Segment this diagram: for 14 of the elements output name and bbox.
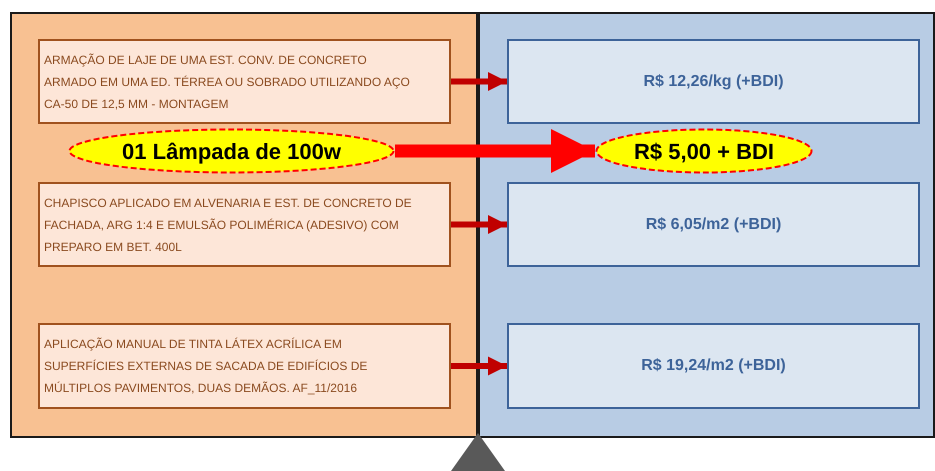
arrow bbox=[395, 128, 595, 174]
arrow bbox=[451, 72, 507, 92]
panel bbox=[478, 12, 935, 438]
highlight-ellipse: 01 Lâmpada de 100w bbox=[68, 128, 395, 174]
price-box: R$ 6,05/m2 (+BDI) bbox=[507, 182, 920, 267]
arrow bbox=[451, 356, 507, 376]
price-box: R$ 19,24/m2 (+BDI) bbox=[507, 323, 920, 409]
arrow bbox=[451, 214, 507, 234]
highlight-ellipse: R$ 5,00 + BDI bbox=[595, 128, 813, 174]
panel bbox=[10, 12, 478, 438]
description-box: ARMAÇÃO DE LAJE DE UMA EST. CONV. DE CONCRETO ARMADO EM UMA ED. TÉRREA OU SOBRADO UTILIZANDO AÇO CA-50 DE 12,5 MM - MONTAGEM bbox=[38, 39, 451, 124]
description-box: CHAPISCO APLICADO EM ALVENARIA E EST. DE CONCRETO DE FACHADA, ARG 1:4 E EMULSÃO POLIMÉRICA (ADESIVO) COM PREPARO EM BET. 400L bbox=[38, 182, 451, 267]
price-box: R$ 12,26/kg (+BDI) bbox=[507, 39, 920, 124]
description-box: APLICAÇÃO MANUAL DE TINTA LÁTEX ACRÍLICA EM SUPERFÍCIES EXTERNAS DE SACADA DE EDIFÍCIOS DE MÚLTIPLOS PAVIMENTOS, DUAS DEMÃOS. AF_11/2016 bbox=[38, 323, 451, 409]
